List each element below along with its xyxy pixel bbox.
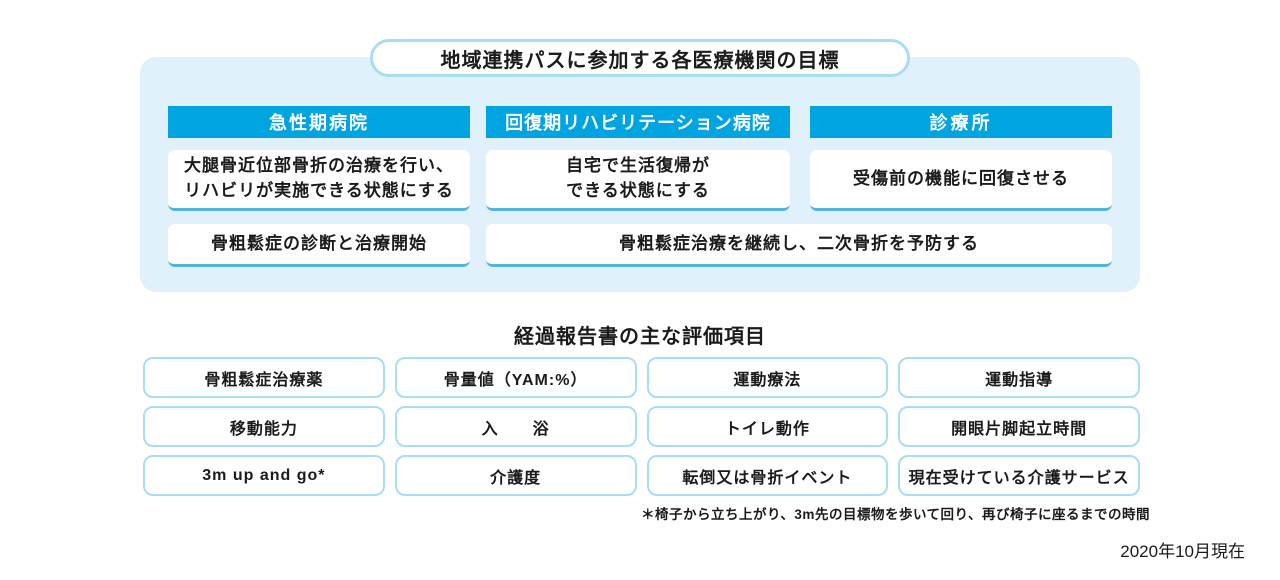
eval-item-exercise-guidance: 運動指導	[898, 357, 1140, 398]
eval-item-mobility: 移動能力	[143, 406, 385, 447]
eval-item-bone-density: 骨量値（YAM:%）	[394, 357, 637, 398]
as-of-date: 2020年10月現在	[1120, 542, 1245, 561]
goal-shared-secondary: 骨粗鬆症治療を継続し、二次骨折を予防する	[486, 224, 1112, 267]
eval-item-exercise-therapy: 運動療法	[646, 357, 889, 398]
goal-acute-secondary: 骨粗鬆症の診断と治療開始	[168, 224, 470, 267]
goal-acute-hospital: 大腿骨近位部骨折の治療を行い、 リハビリが実施できる状態にする	[168, 150, 470, 211]
eval-item-care-level: 介護度	[394, 455, 637, 496]
evaluation-grid: 骨粗鬆症治療薬 骨量値（YAM:%） 運動療法 運動指導 移動能力 入 浴 トイ…	[143, 357, 1140, 496]
goals-panel: 地域連携パスに参加する各医療機関の目標 急性期病院 回復期リハビリテーション病院…	[140, 39, 1140, 292]
eval-item-bathing: 入 浴	[394, 406, 637, 447]
eval-item-current-care-services: 現在受けている介護サービス	[898, 455, 1140, 496]
column-header-rehab-hospital: 回復期リハビリテーション病院	[486, 106, 790, 138]
column-header-clinic: 診療所	[810, 106, 1112, 138]
eval-item-toilet-motion: トイレ動作	[646, 406, 889, 447]
evaluation-title: 経過報告書の主な評価項目	[514, 326, 766, 348]
eval-item-one-leg-standing-time: 開眼片脚起立時間	[898, 406, 1140, 447]
eval-item-fall-or-fracture-event: 転倒又は骨折イベント	[646, 455, 889, 496]
evaluation-footnote: ＊椅子から立ち上がり、3m先の目標物を歩いて回り、再び椅子に座るまでの時間	[640, 507, 1150, 522]
goal-clinic: 受傷前の機能に回復させる	[810, 150, 1112, 211]
column-header-acute-hospital: 急性期病院	[168, 106, 470, 138]
eval-item-3m-up-and-go: 3m up and go*	[143, 455, 385, 496]
goal-rehab-hospital: 自宅で生活復帰が できる状態にする	[486, 150, 790, 211]
eval-item-osteoporosis-drug: 骨粗鬆症治療薬	[143, 357, 385, 398]
goals-title-pill: 地域連携パスに参加する各医療機関の目標	[370, 39, 910, 77]
goals-title: 地域連携パスに参加する各医療機関の目標	[440, 49, 840, 72]
